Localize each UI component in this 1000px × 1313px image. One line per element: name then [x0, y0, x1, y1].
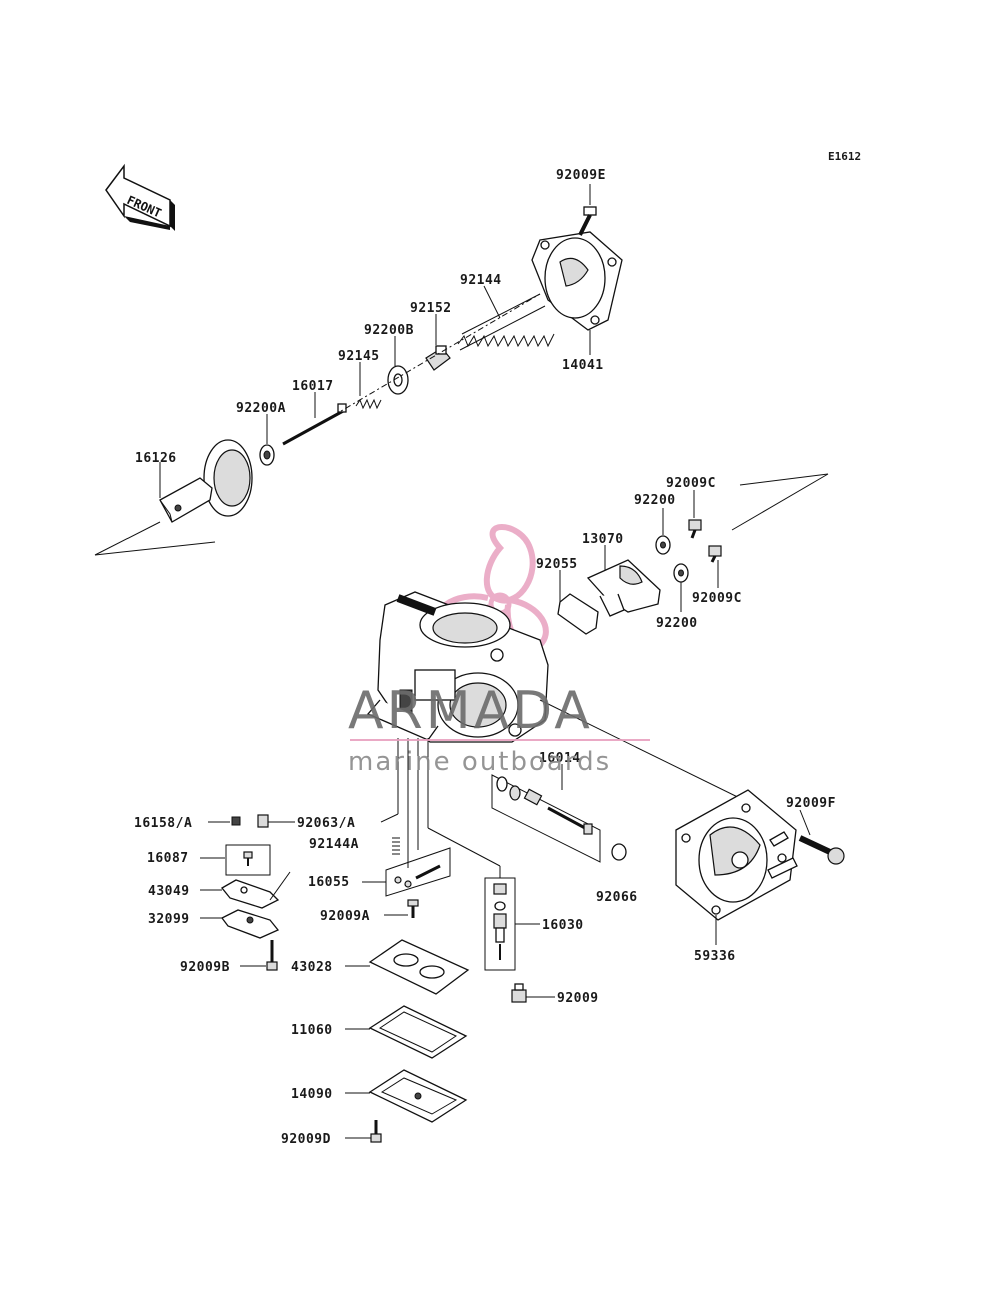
- label-43049: 43049: [148, 884, 190, 899]
- parts-group-16055: [385, 847, 451, 897]
- spring-92145: [355, 398, 382, 410]
- label-32099: 32099: [148, 912, 190, 927]
- label-16055: 16055: [308, 875, 350, 890]
- bracket-13070: [586, 559, 661, 617]
- label-92144A: 92144A: [309, 837, 359, 852]
- label-92063A: 92063/A: [297, 816, 355, 831]
- alignment-lines-upper: [94, 293, 541, 556]
- washer-92200B: [387, 365, 409, 395]
- label-43028: 43028: [291, 960, 333, 975]
- label-92009F: 92009F: [786, 796, 836, 811]
- label-92200-a: 92200: [634, 493, 676, 508]
- watermark-brand: ARMADA: [348, 681, 593, 741]
- spring-92144A: [392, 837, 400, 855]
- washer-92200-b: [673, 563, 689, 583]
- plug-16158A: [231, 816, 241, 826]
- label-92066: 92066: [596, 890, 638, 905]
- washer-92200A: [259, 444, 275, 466]
- label-92009B: 92009B: [180, 960, 230, 975]
- label-92055: 92055: [536, 557, 578, 572]
- oring-92066: [611, 843, 627, 861]
- screw-92009B: [266, 940, 278, 971]
- label-59336: 59336: [694, 949, 736, 964]
- front-arrow-icon: FRONT: [105, 163, 175, 231]
- label-16126: 16126: [135, 451, 177, 466]
- gasket-43049: [221, 879, 280, 909]
- gasket-92055: [557, 593, 599, 635]
- label-92144: 92144: [460, 273, 502, 288]
- leader-lines: [159, 184, 811, 1139]
- lines-right-upper: [731, 473, 829, 531]
- alignment-line-pump: [539, 699, 761, 809]
- diaphragm-14090: [368, 1069, 468, 1123]
- label-92009C-a: 92009C: [666, 476, 716, 491]
- label-16158A: 16158/A: [134, 816, 192, 831]
- label-14090: 14090: [291, 1087, 333, 1102]
- label-14041: 14041: [562, 358, 604, 373]
- label-16087: 16087: [147, 851, 189, 866]
- label-92145: 92145: [338, 349, 380, 364]
- label-92009E: 92009E: [556, 168, 606, 183]
- label-92009A: 92009A: [320, 909, 370, 924]
- screw-92063A: [257, 814, 269, 828]
- label-16017: 16017: [292, 379, 334, 394]
- watermark-tagline: marine outboards: [348, 747, 611, 777]
- bolt-92009F: [798, 835, 845, 865]
- spring-92144: [457, 293, 555, 351]
- label-13070: 13070: [582, 532, 624, 547]
- label-92152: 92152: [410, 301, 452, 316]
- seat-92152: [425, 345, 451, 371]
- diagram-code: E1612: [828, 150, 861, 163]
- label-16030: 16030: [542, 918, 584, 933]
- washer-92200-a: [655, 535, 671, 555]
- gasket-11060: [368, 1005, 468, 1059]
- cover-32099: [221, 909, 280, 939]
- guide-lines-body: [380, 738, 501, 878]
- screw-92009C-b: [708, 545, 722, 563]
- diaphragm-16126: [159, 439, 253, 523]
- carburetor-body: [366, 591, 549, 743]
- parts-group-16014: [491, 774, 601, 863]
- screw-92009: [511, 983, 527, 1003]
- parts-group-16087: [225, 844, 271, 876]
- gasket-43028: [368, 939, 470, 995]
- screw-92009A: [407, 899, 419, 918]
- label-92009: 92009: [557, 991, 599, 1006]
- label-92200-b: 92200: [656, 616, 698, 631]
- label-16014: 16014: [539, 751, 581, 766]
- watermark-text: ARMADA marine outboards: [348, 681, 650, 777]
- screw-92009D: [370, 1120, 382, 1143]
- parts-group-16030: [484, 877, 516, 971]
- label-11060: 11060: [291, 1023, 333, 1038]
- cover-14041: [531, 231, 623, 331]
- label-92200A: 92200A: [236, 401, 286, 416]
- label-92009C-b: 92009C: [692, 591, 742, 606]
- pump-59336: [675, 789, 798, 921]
- part-labels: 92009E 92144 92152 92200B 92145 16017 92…: [134, 168, 836, 1147]
- screw-92009C-a: [688, 519, 702, 539]
- label-92200B: 92200B: [364, 323, 414, 338]
- screw-92009E: [578, 206, 597, 236]
- label-92009D: 92009D: [281, 1132, 331, 1147]
